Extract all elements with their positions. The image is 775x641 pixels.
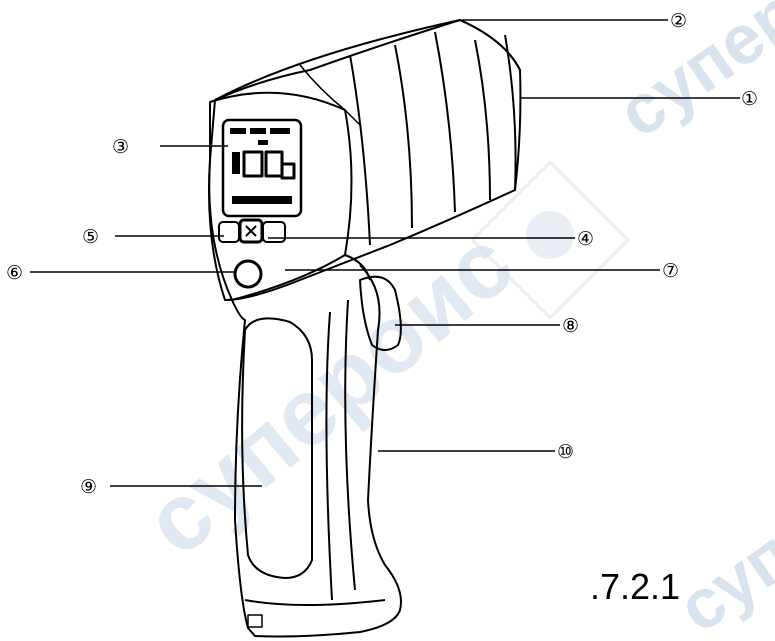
barrel-ridge-4 <box>474 39 491 201</box>
front-face <box>208 91 353 301</box>
watermark-logo <box>470 160 630 320</box>
callout-7: ⑦ <box>662 261 679 282</box>
watermark-bottom-right: супероис <box>664 396 775 641</box>
handle-base <box>244 599 386 606</box>
grip-panel <box>241 317 313 579</box>
callout-3: ③ <box>112 137 129 158</box>
ir-thermometer <box>208 19 522 638</box>
callout-5: ⑤ <box>82 227 99 248</box>
barrel-ridge-2 <box>394 44 413 229</box>
button-left <box>218 221 240 243</box>
callout-4: ④ <box>577 229 594 250</box>
watermark-top-right: супероис <box>604 0 775 152</box>
lcd-display <box>221 118 303 218</box>
callout-8: ⑧ <box>562 316 579 337</box>
callout-6: ⑥ <box>6 263 23 284</box>
handle-foot <box>247 614 263 628</box>
callout-labels: ① ② ③ ④ ⑤ ⑥ ⑦ ⑧ ⑨ ⑩ <box>6 11 758 498</box>
callout-1: ① <box>741 89 758 110</box>
lcd-digits <box>230 128 296 204</box>
handle-contour-1 <box>325 311 333 601</box>
top-rail <box>299 64 361 126</box>
trigger <box>359 275 402 351</box>
callout-9: ⑨ <box>80 477 97 498</box>
barrel-ridge-3 <box>434 31 456 213</box>
handle-contour-2 <box>344 299 356 591</box>
button-right <box>262 221 286 243</box>
figure-caption: .7.2.1 <box>590 566 681 607</box>
trigger-guard <box>344 254 371 281</box>
leader-lines <box>30 19 740 487</box>
button-row <box>218 218 286 244</box>
round-button <box>233 259 263 289</box>
barrel-top-face <box>214 19 461 101</box>
lens-front <box>459 19 521 191</box>
callout-2: ② <box>670 11 687 32</box>
handle-outline <box>231 264 402 638</box>
barrel-ridge-1 <box>349 54 371 246</box>
callout-10: ⑩ <box>557 442 574 463</box>
